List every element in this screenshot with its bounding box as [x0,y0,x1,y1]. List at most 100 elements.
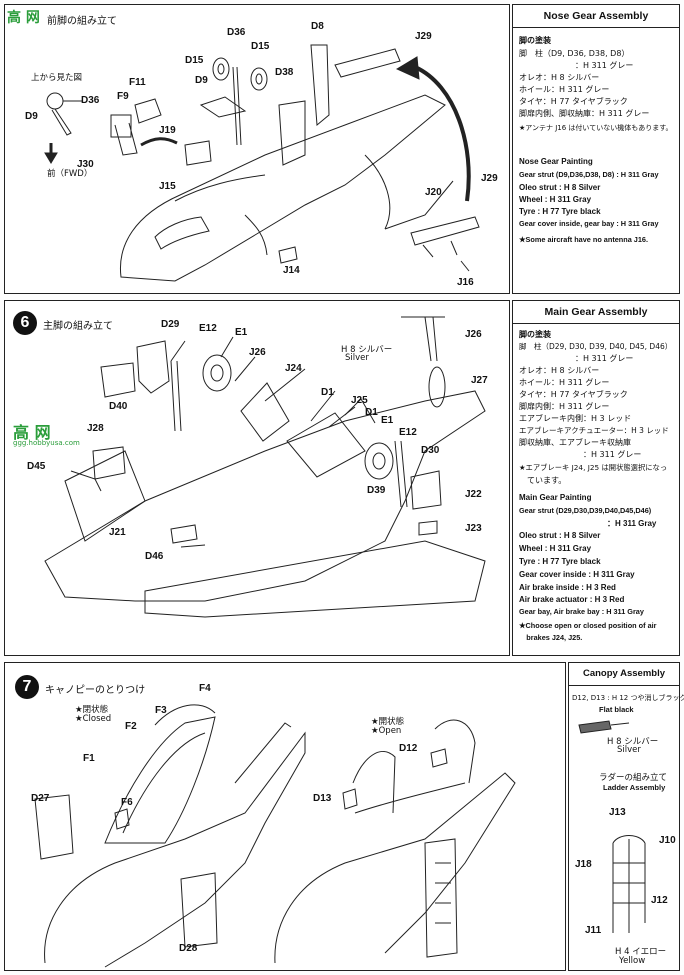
step5-panel: 高 网 前脚の組み立て 上から見た図 前（FWD） [4,4,510,294]
part-label: D30 [421,445,440,456]
nose-gear-jp-line: ★アンテナ J16 は付いていない機体もあります。 [519,124,673,132]
part-label: F1 [83,753,95,764]
closed-label-en: ★Closed [75,714,112,724]
part-label: J28 [87,423,104,434]
watermark: 高 网 [13,423,51,442]
canopy-header: Canopy Assembly [569,663,679,686]
nose-gear-en-line: Oleo strut : H 8 Silver [519,183,601,192]
part-label: D40 [109,401,128,412]
part-label: J11 [585,925,602,936]
part-label: J26 [249,347,266,358]
part-label: J16 [457,277,474,288]
part-label: J19 [159,125,176,136]
part-label: J10 [659,835,676,846]
main-gear-jp-line: ています。 [519,476,567,485]
nose-gear-en-title: Nose Gear Painting [519,157,593,166]
part-label: J21 [109,527,126,538]
main-gear-en-line: Air brake actuator : H 3 Red [519,595,625,604]
main-gear-jp-line: エアブレーキアクチュエーター：H 3 レッド [519,426,669,435]
part-label: E1 [381,415,394,426]
part-label: J25 [351,395,368,406]
step6-number: 6 [13,311,37,335]
part-label: J12 [651,895,668,906]
part-label: J27 [471,375,488,386]
nose-gear-jp-line: ：H 311 グレー [519,61,634,70]
main-gear-en-line: ★Choose open or closed position of air [519,621,657,630]
open-label-en: ★Open [371,726,402,736]
step7-number: 7 [15,675,39,699]
canopy-silver: H 8 シルバー [607,737,659,747]
main-gear-jp-line: エアブレーキ内側：H 3 レッド [519,414,632,423]
main-gear-box: Main Gear Assembly 脚の塗装 脚 柱（D29, D30, D3… [512,300,680,656]
canopy-box: Canopy Assembly D12, D13 : H 12 つや消しブラック… [568,662,684,971]
part-label: E12 [199,323,217,334]
nose-gear-en-line: Tyre : H 77 Tyre black [519,207,601,216]
main-gear-jp-line: 脚扉内側：H 311 グレー [519,402,610,411]
main-gear-jp-title: 脚の塗装 [519,330,551,339]
part-label: J24 [285,363,302,374]
ladder-title-jp: ラダーの組み立て [599,773,668,783]
part-label: F9 [117,91,129,102]
nose-gear-jp-title: 脚の塗装 [519,36,551,45]
main-gear-jp-line: ホイール：H 311 グレー [519,378,610,387]
silver-label-en: Silver [345,353,369,363]
part-label: D8 [311,21,324,32]
part-label: D38 [275,67,294,78]
part-label: F3 [155,705,167,716]
nose-gear-header: Nose Gear Assembly [513,5,679,28]
part-label: J18 [575,859,592,870]
ladder-title-en: Ladder Assembly [603,783,666,792]
part-label: D45 [27,461,46,472]
nose-gear-en-line: Gear strut (D9,D36,D38, D8) : H 311 Gray [519,170,659,179]
fwd-label: 前（FWD） [47,169,93,179]
part-label: D9 [25,111,38,122]
part-label: D13 [313,793,332,804]
main-gear-en-line: Gear strut (D29,D30,D39,D40,D45,D46) [519,506,652,515]
nose-gear-jp-line: ホイール：H 311 グレー [519,85,610,94]
ladder-yellow-en: Yellow [619,956,646,966]
part-label: D15 [251,41,270,52]
part-label: J29 [481,173,498,184]
step7-diagram [34,704,516,968]
ladder-yellow-jp: H 4 イエロー [615,947,667,957]
main-gear-en-line: Air brake inside : H 3 Red [519,583,616,592]
main-gear-jp-line: オレオ：H 8 シルバー [519,366,600,375]
step5-title: 前脚の組み立て [47,16,117,27]
part-label: J20 [425,187,442,198]
part-label: D1 [321,387,334,398]
canopy-paint-line-en: Flat black [599,705,634,714]
main-gear-en-title: Main Gear Painting [519,493,592,502]
silver-label: H 8 シルバー [341,345,393,355]
part-label: J26 [465,329,482,340]
step6-title: 主脚の組み立て [43,321,113,332]
watermark-sub: ggg.hobbyusa.com [13,439,80,447]
step5-diagram [44,44,480,282]
main-gear-en-line: ：H 311 Gray [519,519,657,528]
main-gear-en-line: Gear cover inside : H 311 Gray [519,570,635,579]
part-label: D29 [161,319,180,330]
part-label: J29 [415,31,432,42]
part-label: D39 [367,485,386,496]
step7-panel: 7 キャノピーのとりつけ ★閉状態 ★Closed ★開状態 ★Open F4 … [4,662,566,971]
part-label: D27 [31,793,50,804]
canopy-part-sketch [578,720,646,933]
main-gear-header: Main Gear Assembly [513,301,679,324]
part-label: D1 [365,407,378,418]
main-gear-en-line: brakes J24, J25. [519,633,583,642]
main-gear-jp-line: 脚 柱（D29, D30, D39, D40, D45, D46） [519,342,673,351]
part-label: D12 [399,743,418,754]
part-label: D15 [185,55,204,66]
nose-gear-en-line: Gear cover inside, gear bay : H 311 Gray [519,219,659,228]
closed-label-jp: ★閉状態 [75,705,109,715]
part-label: J15 [159,181,176,192]
nose-gear-jp-line: タイヤ：H 77 タイヤブラック [519,97,628,106]
part-label: D46 [145,551,164,562]
part-label: E12 [399,427,417,438]
main-gear-jp-line: ★エアブレーキ J24, J25 は開状態選択になっ [519,463,668,472]
part-label: F4 [199,683,211,694]
nose-gear-jp-line: オレオ：H 8 シルバー [519,73,600,82]
part-label: F2 [125,721,137,732]
main-gear-en-line: Oleo strut : H 8 Silver [519,531,601,540]
part-label: F6 [121,797,133,808]
part-label: J13 [609,807,626,818]
